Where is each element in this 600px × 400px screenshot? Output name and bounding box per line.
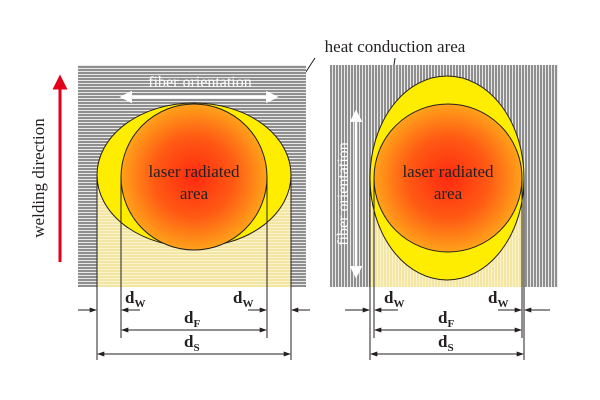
heat-conduction-label: heat conduction area [325, 37, 466, 56]
left-df-label: dF [184, 308, 200, 330]
right-ds-label: dS [438, 332, 454, 354]
right-center-label-line1: laser radiated [402, 162, 494, 181]
right-extension-lines [369, 178, 525, 360]
left-fiber-orientation-label: fiber orientation [148, 74, 252, 91]
left-extension-lines [96, 175, 292, 360]
left-dw-left-label: dW [125, 288, 145, 310]
left-panel: laser radiated area fiber orientation dW… [78, 65, 310, 360]
left-center-label-line1: laser radiated [148, 162, 240, 181]
right-dw-right-label: dW [488, 288, 508, 310]
right-panel: laser radiated area fiber orientation dW… [330, 65, 558, 360]
left-center-label-line2: area [180, 184, 209, 203]
right-df-label: dF [438, 308, 454, 330]
welding-direction-label: welding direction [29, 118, 48, 238]
left-ds-label: dS [184, 332, 200, 354]
left-dw-right-label: dW [233, 288, 253, 310]
right-center-label-line2: area [434, 184, 463, 203]
right-dw-left-label: dW [384, 288, 404, 310]
right-fiber-orientation-label: fiber orientation [335, 142, 352, 246]
